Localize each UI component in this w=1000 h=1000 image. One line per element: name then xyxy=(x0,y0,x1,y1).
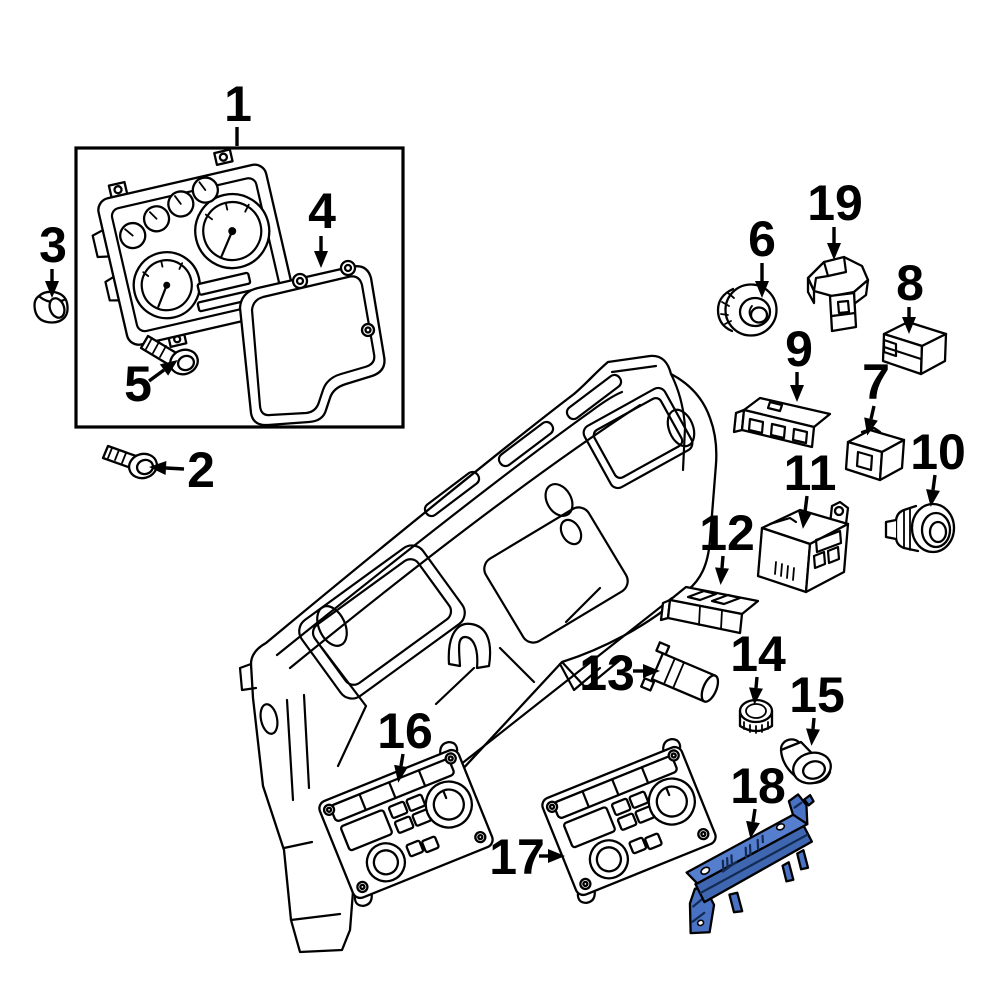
callout-9: 9 xyxy=(785,321,813,402)
callout-15: 15 xyxy=(789,667,845,746)
part-label-6: 6 xyxy=(748,211,776,267)
part-label-4: 4 xyxy=(308,183,336,239)
part-15-socket-drawing xyxy=(779,738,832,785)
part-label-18: 18 xyxy=(730,758,786,814)
part-label-13: 13 xyxy=(579,645,635,701)
part-label-8: 8 xyxy=(896,255,924,311)
part-9-switch-panel-drawing xyxy=(732,396,832,449)
callout-12: 12 xyxy=(699,505,755,585)
part-label-11: 11 xyxy=(784,445,837,501)
part-label-7: 7 xyxy=(862,354,890,410)
part-label-14: 14 xyxy=(730,626,786,682)
instrument-cluster-drawing xyxy=(91,148,297,349)
callout-2: 2 xyxy=(149,442,215,498)
callout-6: 6 xyxy=(748,211,776,298)
part-2-bolt-drawing xyxy=(101,444,159,480)
part-label-17: 17 xyxy=(489,829,545,885)
part-19-switch-drawing xyxy=(806,255,870,333)
part-label-2: 2 xyxy=(187,442,215,498)
callout-17: 17 xyxy=(489,829,565,885)
callout-19: 19 xyxy=(807,175,863,260)
callout-3: 3 xyxy=(39,217,67,298)
part-6-knob-drawing xyxy=(716,283,778,337)
part-18-highlighted-bracket xyxy=(685,793,815,935)
part-label-3: 3 xyxy=(39,217,67,273)
part-7-switch-drawing xyxy=(844,426,906,482)
part-10-socket-drawing xyxy=(884,502,956,554)
bracket-hatch-marks xyxy=(721,834,764,873)
part-label-15: 15 xyxy=(789,667,845,723)
callout-4: 4 xyxy=(308,183,336,268)
part-14-cap-drawing xyxy=(738,698,774,734)
callout-8: 8 xyxy=(896,255,924,334)
callout-7: 7 xyxy=(862,354,890,436)
callout-18: 18 xyxy=(730,758,786,839)
callout-14: 14 xyxy=(730,626,786,705)
part-1-cluster-assembly xyxy=(74,146,405,429)
part-12-switch-panel-drawing xyxy=(659,585,760,635)
callout-10: 10 xyxy=(910,424,966,507)
part-label-9: 9 xyxy=(785,321,813,377)
part-8-switch-drawing xyxy=(881,320,948,376)
part-label-5: 5 xyxy=(124,356,152,412)
part-label-10: 10 xyxy=(910,424,966,480)
part-label-16: 16 xyxy=(377,703,433,759)
callout-16: 16 xyxy=(377,703,433,783)
callout-1: 1 xyxy=(224,76,252,146)
part-label-19: 19 xyxy=(807,175,863,231)
callout-5: 5 xyxy=(124,356,178,412)
part-label-1: 1 xyxy=(224,76,252,132)
part-3-knob-drawing xyxy=(33,290,69,324)
part-label-12: 12 xyxy=(699,505,755,561)
callouts: 1 2 3 4 5 6 7 8 xyxy=(39,76,966,885)
part-11-module-drawing xyxy=(756,500,850,594)
callout-11: 11 xyxy=(784,445,837,529)
callout-13: 13 xyxy=(579,645,660,701)
part-4-cluster-lens-drawing xyxy=(238,259,386,427)
